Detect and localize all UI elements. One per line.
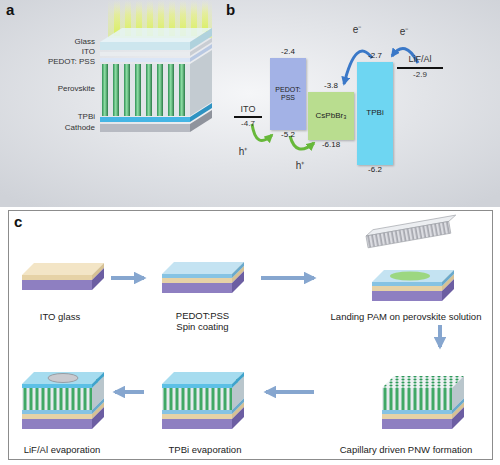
cathode-layer bbox=[100, 124, 190, 132]
porous-template bbox=[365, 215, 459, 248]
tpbi-layer bbox=[100, 117, 190, 122]
layer-label: Cathode bbox=[65, 124, 95, 133]
step-caption: LiF/Al evaporation bbox=[24, 445, 101, 455]
process-step: LiF/Al evaporation bbox=[15, 355, 109, 455]
ito-layer bbox=[100, 52, 190, 56]
panel-background bbox=[0, 0, 500, 207]
energy-band: -3.8CsPbBr₃-6.18 bbox=[308, 92, 354, 140]
material-name: TPBi bbox=[366, 109, 383, 118]
energy-band: -2.7TPBi-6.2 bbox=[357, 62, 393, 165]
process-step: ITO glass bbox=[15, 248, 105, 322]
energy-value: -2.7 bbox=[368, 52, 382, 61]
energy-value: -6.2 bbox=[368, 166, 382, 175]
process-arrow bbox=[266, 390, 314, 394]
energy-value: -4.7 bbox=[241, 120, 255, 129]
electrode-level bbox=[234, 116, 262, 118]
energy-value: -5.2 bbox=[281, 131, 295, 140]
panel-letter: a bbox=[6, 2, 14, 19]
ito-glass-art bbox=[22, 263, 104, 290]
pedot-layer bbox=[100, 58, 190, 62]
layer-label: TPBi bbox=[78, 113, 95, 122]
material-name: CsPbBr₃ bbox=[316, 112, 347, 121]
energy-value: -3.8 bbox=[324, 82, 338, 91]
process-arrow bbox=[261, 276, 314, 280]
panel-background bbox=[8, 210, 493, 460]
energy-diagram-art bbox=[234, 48, 443, 149]
process-step: Landing PAM on perovskite solution bbox=[320, 218, 492, 322]
electrode-name: LiF/Al bbox=[408, 55, 431, 65]
energy-band: -2.4PEDOT: PSS-5.2 bbox=[270, 58, 306, 130]
step-caption: PEDOT:PSS Spin coating bbox=[167, 311, 239, 332]
panel-letter: c bbox=[14, 214, 22, 231]
process-step: Capillary driven PNW formation bbox=[320, 350, 492, 455]
perovskite-matrix bbox=[100, 64, 190, 116]
material-name: PEDOT: PSS bbox=[270, 86, 306, 101]
process-step: TPBi evaporation bbox=[150, 355, 260, 455]
energy-value: -6.18 bbox=[322, 141, 340, 150]
layer-label: PEDOT: PSS bbox=[48, 58, 95, 67]
pedot-art bbox=[162, 262, 244, 293]
hole-arrow bbox=[252, 124, 272, 140]
perovskite-nanowires bbox=[100, 64, 190, 116]
carrier-symbol: e⁻ bbox=[400, 26, 409, 37]
panel-letter: b bbox=[226, 2, 235, 19]
energy-value: -2.4 bbox=[281, 48, 295, 57]
step-caption: Landing PAM on perovskite solution bbox=[331, 312, 482, 322]
carrier-symbol: h⁺ bbox=[296, 160, 305, 171]
tpbi-art bbox=[162, 372, 244, 429]
perovskite-drop bbox=[390, 272, 430, 281]
panel-frame: cITO glass PEDOT:PSS Spin coating Landing … bbox=[8, 210, 493, 460]
layer-label: Glass bbox=[75, 38, 95, 47]
electrode-level bbox=[397, 67, 443, 69]
process-step: PEDOT:PSS Spin coating bbox=[150, 248, 255, 332]
step-caption: Capillary driven PNW formation bbox=[340, 445, 473, 455]
template-pores bbox=[366, 221, 451, 247]
cathode-side bbox=[190, 110, 212, 132]
process-arrow bbox=[115, 390, 144, 394]
step-caption: ITO glass bbox=[40, 312, 80, 322]
device-illustration bbox=[100, 0, 212, 132]
step-caption: TPBi evaporation bbox=[169, 445, 242, 455]
electrode-name: ITO bbox=[241, 105, 256, 115]
emission-beam bbox=[202, 0, 208, 32]
carrier-symbol: h⁺ bbox=[239, 146, 248, 157]
energy-value: -2.9 bbox=[413, 71, 427, 80]
layer-label: Perovskite bbox=[58, 85, 95, 94]
process-illustrations bbox=[22, 215, 464, 429]
carrier-symbol: e⁻ bbox=[353, 24, 362, 35]
layer-label: ITO bbox=[82, 48, 95, 57]
glass-layer bbox=[100, 42, 190, 50]
nanowire-art bbox=[382, 376, 464, 429]
process-arrow bbox=[111, 276, 144, 280]
landing-art bbox=[372, 270, 454, 301]
lifal-art bbox=[22, 372, 104, 429]
process-arrow bbox=[438, 325, 442, 347]
